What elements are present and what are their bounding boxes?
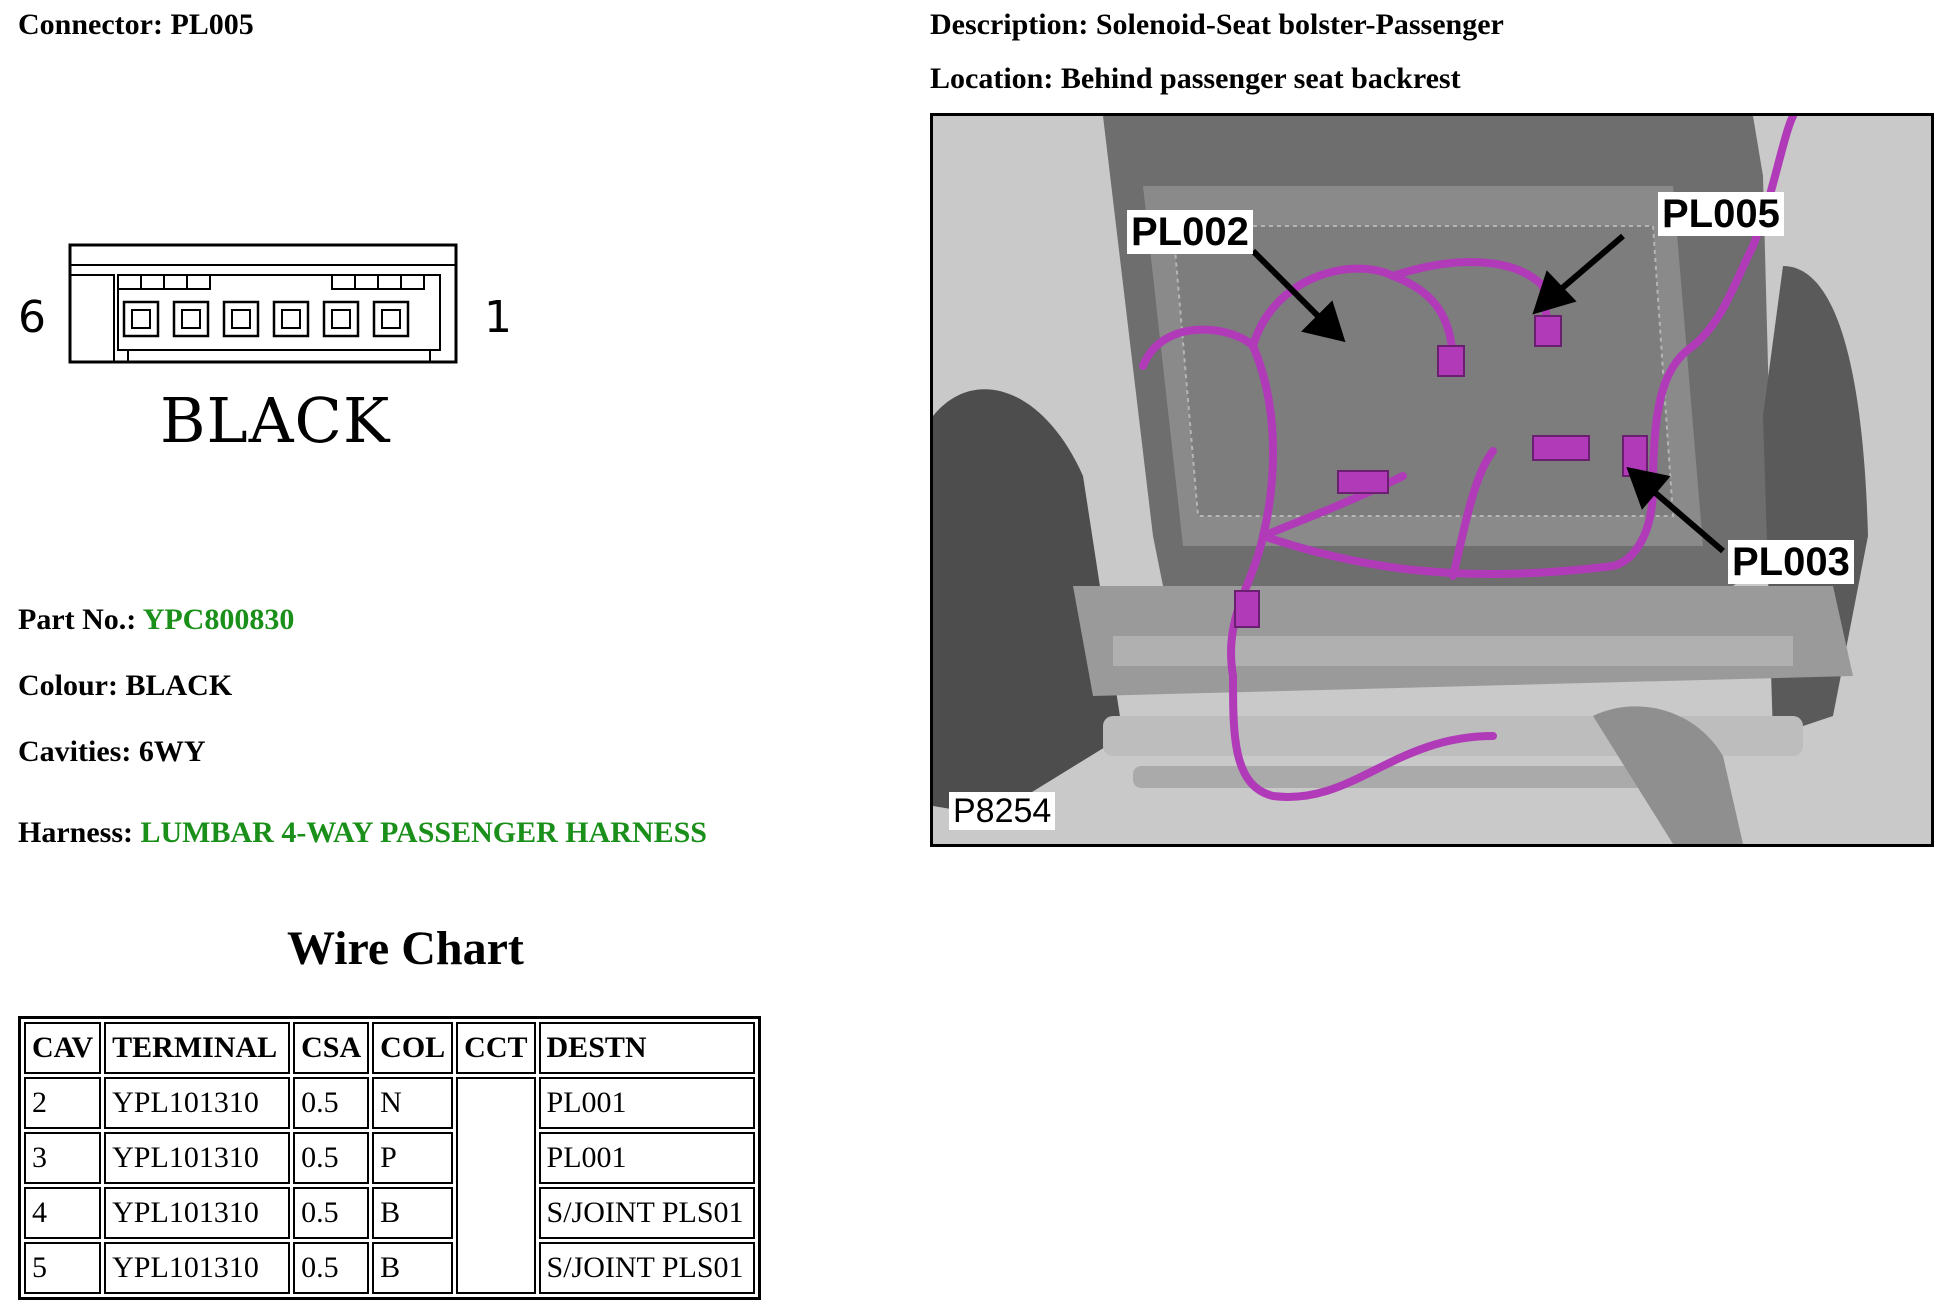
- connector-cavity-terminal: [281, 309, 301, 329]
- wire-chart-title: Wire Chart: [287, 922, 524, 975]
- cavities-line: Cavities: 6WY: [18, 735, 205, 769]
- col-header-cct: CCT: [456, 1022, 536, 1074]
- cell-cav: 4: [24, 1187, 102, 1239]
- cell-destn: S/JOINT PLS01: [538, 1187, 755, 1239]
- col-header-destn: DESTN: [538, 1022, 755, 1074]
- description-label: Description:: [930, 8, 1089, 41]
- cell-cav: 2: [24, 1077, 102, 1129]
- wire-chart-header-row: CAV TERMINAL CSA COL CCT DESTN: [24, 1022, 755, 1074]
- harness-label: Harness:: [18, 816, 133, 849]
- connector-cavity: [122, 300, 160, 338]
- table-row: 2 YPL101310 0.5 N PL001: [24, 1077, 755, 1294]
- cell-cct-merged: [456, 1077, 536, 1294]
- callout-arrows: [1250, 233, 1725, 554]
- connector-label: Connector:: [18, 8, 163, 41]
- connector-face-diagram: 6 1: [18, 243, 510, 364]
- connector-outline: [68, 243, 458, 364]
- connector-cavity-terminal: [181, 309, 201, 329]
- figure-id: P8254: [949, 792, 1056, 830]
- callout-pl002: PL002: [1127, 210, 1253, 254]
- callout-pl003: PL003: [1728, 540, 1854, 584]
- connector-cavity: [222, 300, 260, 338]
- col-header-terminal: TERMINAL: [104, 1022, 291, 1074]
- cavities-label: Cavities:: [18, 735, 132, 768]
- harness-wires: [1139, 116, 1797, 801]
- part-number-link[interactable]: YPC800830: [142, 603, 295, 636]
- connector-cavity: [322, 300, 360, 338]
- cell-col: B: [372, 1187, 454, 1239]
- cell-csa: 0.5: [293, 1132, 370, 1184]
- cell-terminal: YPL101310: [104, 1187, 291, 1239]
- location-photo: PL002 PL005 PL003 P8254: [930, 113, 1934, 847]
- description-value: Solenoid-Seat bolster-Passenger: [1095, 8, 1504, 41]
- part-number-line: Part No.: YPC800830: [18, 603, 294, 637]
- harness-line: Harness: LUMBAR 4-WAY PASSENGER HARNESS: [18, 816, 707, 850]
- description-heading: Description: Solenoid-Seat bolster-Passe…: [930, 8, 1504, 42]
- colour-label: Colour:: [18, 669, 118, 702]
- cell-col: B: [372, 1242, 454, 1294]
- table-row: 4 YPL101310 0.5 B S/JOINT PLS01: [24, 1187, 755, 1239]
- connector-cavity-terminal: [381, 309, 401, 329]
- cell-col: P: [372, 1132, 454, 1184]
- cavity-group: [122, 300, 410, 338]
- table-row: 5 YPL101310 0.5 B S/JOINT PLS01: [24, 1242, 755, 1294]
- pin-right-number: 1: [484, 292, 510, 343]
- part-number-label: Part No.:: [18, 603, 137, 636]
- connector-heading: Connector: PL005: [18, 8, 254, 42]
- seat-illustration: [933, 116, 1931, 844]
- cell-destn: PL001: [538, 1077, 755, 1129]
- cell-csa: 0.5: [293, 1187, 370, 1239]
- col-header-csa: CSA: [293, 1022, 370, 1074]
- wire-chart-table: CAV TERMINAL CSA COL CCT DESTN 2 YPL1013…: [18, 1016, 761, 1300]
- cell-cav: 3: [24, 1132, 102, 1184]
- colour-value: BLACK: [125, 669, 233, 702]
- col-header-cav: CAV: [24, 1022, 102, 1074]
- location-heading: Location: Behind passenger seat backrest: [930, 62, 1461, 96]
- location-label: Location:: [930, 62, 1054, 95]
- col-header-col: COL: [372, 1022, 454, 1074]
- connector-cavity: [372, 300, 410, 338]
- cell-terminal: YPL101310: [104, 1077, 291, 1129]
- cell-destn: S/JOINT PLS01: [538, 1242, 755, 1294]
- connector-value: PL005: [170, 8, 254, 41]
- colour-line: Colour: BLACK: [18, 669, 232, 703]
- connector-cavity: [172, 300, 210, 338]
- cell-csa: 0.5: [293, 1077, 370, 1129]
- cell-col: N: [372, 1077, 454, 1129]
- connector-colour-caption: BLACK: [160, 384, 391, 457]
- cell-csa: 0.5: [293, 1242, 370, 1294]
- location-value: Behind passenger seat backrest: [1060, 62, 1461, 95]
- connector-cavity-terminal: [231, 309, 251, 329]
- table-row: 3 YPL101310 0.5 P PL001: [24, 1132, 755, 1184]
- callout-pl005: PL005: [1658, 192, 1784, 236]
- connector-cavity: [272, 300, 310, 338]
- cell-destn: PL001: [538, 1132, 755, 1184]
- cell-cav: 5: [24, 1242, 102, 1294]
- harness-link[interactable]: LUMBAR 4-WAY PASSENGER HARNESS: [140, 816, 707, 849]
- connector-cavity-terminal: [331, 309, 351, 329]
- pin-left-number: 6: [18, 292, 46, 343]
- cavities-value: 6WY: [138, 735, 206, 768]
- connector-latch: [69, 274, 115, 363]
- cell-terminal: YPL101310: [104, 1242, 291, 1294]
- cell-terminal: YPL101310: [104, 1132, 291, 1184]
- connector-cavity-terminal: [131, 309, 151, 329]
